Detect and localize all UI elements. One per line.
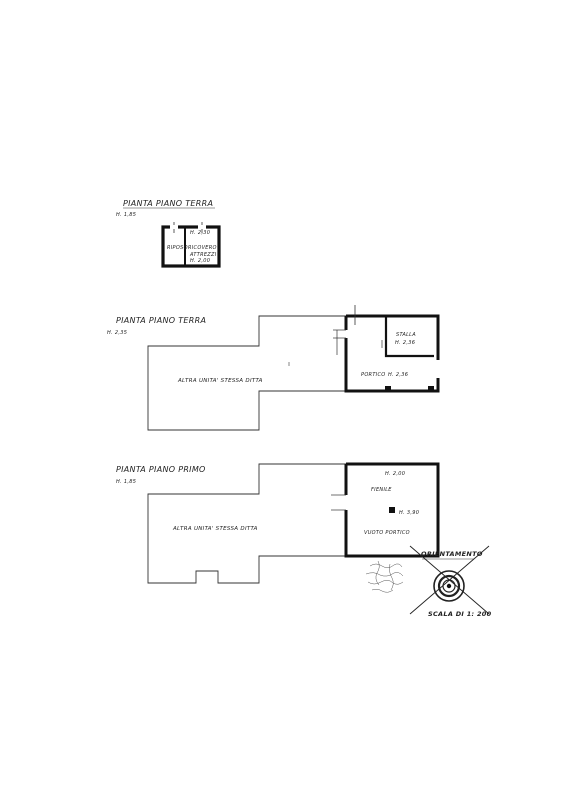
room-portico: PORTICO — [361, 372, 385, 378]
pillar — [389, 507, 395, 513]
room-attrezzi: ATTREZZI — [189, 252, 217, 258]
plan-2-other-unit-label: ALTRA UNITA' STESSA DITTA — [177, 378, 263, 384]
plan-3-h-mid: H. 3,90 — [399, 510, 419, 516]
plan-3: PIANTA PIANO PRIMO H. 1,85 H. 2,00 FIENI… — [116, 462, 440, 584]
pillar — [385, 386, 391, 392]
plan-1-title: PIANTA PIANO TERRA — [123, 199, 213, 208]
plan-3-height: H. 1,85 — [116, 479, 136, 485]
plan-2-main-outline — [344, 314, 440, 393]
room-fienile: FIENILE — [371, 487, 392, 493]
plan-1-height: H. 1,85 — [116, 212, 136, 218]
plan-2: PIANTA PIANO TERRA H. 2,35 ALTRA UNITA' … — [107, 305, 443, 431]
room-portico-height: H. 2,36 — [388, 372, 408, 378]
compass: ORIENTAMENTO SCALA DI 1: 200 — [409, 545, 492, 618]
plan-1-h-top: H. 2,30 — [190, 230, 210, 236]
pillar — [428, 386, 434, 392]
scale-label: SCALA DI 1: 200 — [428, 610, 492, 618]
plan-1: PIANTA PIANO TERRA H. 1,85 H. 2,30 RIPOS… — [116, 199, 221, 268]
compass-ring-outer — [433, 570, 465, 602]
plan-3-main-outline — [344, 462, 440, 558]
room-stalla: STALLA — [396, 332, 416, 338]
plan-3-h-top: H. 2,00 — [385, 471, 405, 477]
plan-2-height: H. 2,35 — [107, 330, 127, 336]
plan-1-h-bottom: H. 2,00 — [190, 258, 210, 264]
compass-center — [446, 583, 452, 589]
plan-2-other-unit-outline — [147, 315, 346, 431]
compass-ring — [437, 574, 461, 598]
plan-2-title: PIANTA PIANO TERRA — [116, 316, 206, 325]
plan-3-title: PIANTA PIANO PRIMO — [116, 465, 206, 474]
room-vuoto-portico: VUOTO PORTICO — [364, 530, 410, 536]
compass-ring-inner — [442, 579, 456, 593]
plan-3-other-unit-outline — [147, 463, 346, 584]
stamp-scribble — [365, 560, 404, 593]
stalla-walls — [384, 316, 434, 358]
room-riposo: RIPOSO — [167, 245, 188, 251]
room-stalla-height: H. 2,36 — [395, 340, 415, 346]
orientation-label: ORIENTAMENTO — [421, 550, 483, 558]
plan-3-other-unit-label: ALTRA UNITA' STESSA DITTA — [172, 526, 258, 532]
plan-1-outline — [161, 225, 221, 268]
room-ricovero: RICOVERO — [188, 245, 217, 251]
